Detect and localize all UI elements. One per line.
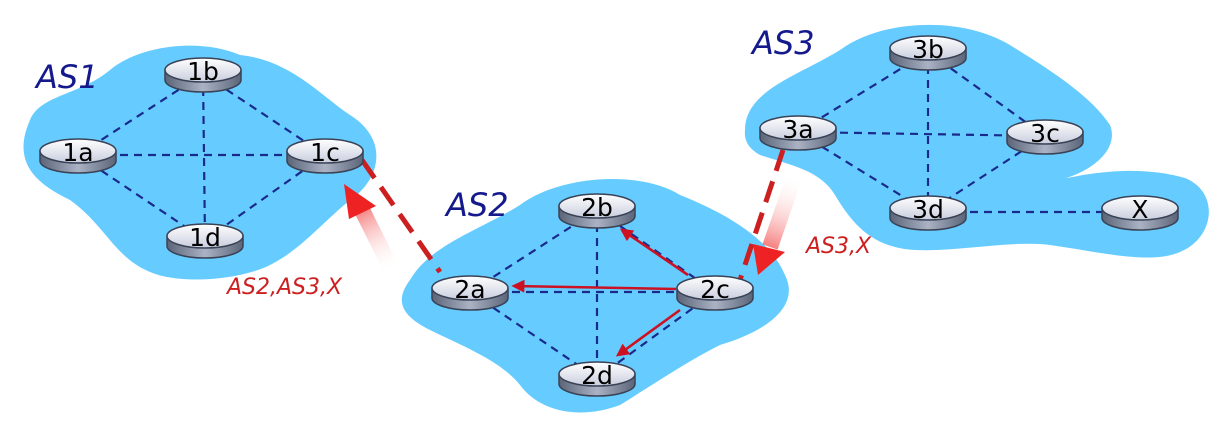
router-1b: 1b <box>164 57 242 93</box>
router-label: 3c <box>1030 119 1060 148</box>
router-3d: 3d <box>889 195 967 231</box>
link-3b-3c <box>927 51 1046 137</box>
router-label: 1c <box>310 138 340 167</box>
router-x: X <box>1101 195 1179 231</box>
link-1c-1d <box>204 154 326 241</box>
link-2c-2d <box>596 291 716 379</box>
router-2b: 2b <box>558 193 636 229</box>
router-label: 1b <box>187 57 219 86</box>
as2-cloud <box>401 178 789 413</box>
link-1c-2a <box>359 158 443 274</box>
link-1b-1c <box>202 73 326 156</box>
router-3b: 3b <box>889 35 967 71</box>
link-1a-1b <box>77 73 204 156</box>
router-2a: 2a <box>431 275 509 311</box>
link-2a-2b <box>469 209 598 293</box>
router-label: 2b <box>581 193 613 222</box>
router-2d: 2d <box>558 361 636 397</box>
router-label: X <box>1131 195 1148 224</box>
router-label: 3b <box>912 35 944 64</box>
router-label: 1a <box>62 138 93 167</box>
router-2c: 2c <box>676 275 754 311</box>
router-label: 3a <box>782 115 813 144</box>
router-label: 2c <box>700 275 730 304</box>
link-3a-2c <box>737 149 786 281</box>
as2-label: AS2 <box>444 186 509 224</box>
advertisement-arrow-to-as2 <box>753 172 803 275</box>
advertisement-label-to-as1: AS2,AS3,X <box>225 275 343 300</box>
router-label: 2a <box>454 275 485 304</box>
router-1d: 1d <box>166 223 244 259</box>
advertisement-arrow-to-as1 <box>344 184 400 274</box>
router-3c: 3c <box>1006 119 1084 155</box>
advertisement-label-to-as2: AS3,X <box>804 234 872 259</box>
router-1c: 1c <box>286 138 364 174</box>
router-3a: 3a <box>759 115 837 151</box>
router-1a: 1a <box>39 138 117 174</box>
as3-label: AS3 <box>750 24 815 62</box>
as1-cloud <box>23 45 377 280</box>
as1-label: AS1 <box>34 58 99 96</box>
ibgp-arrow-2c-2b <box>619 228 689 277</box>
router-label: 3d <box>912 195 944 224</box>
ibgp-arrow-2c-2a <box>511 279 677 293</box>
router-label: 1d <box>189 223 221 252</box>
as3-cloud <box>744 24 1209 258</box>
router-label: 2d <box>581 361 613 390</box>
ibgp-arrow-2c-2d <box>615 308 681 357</box>
